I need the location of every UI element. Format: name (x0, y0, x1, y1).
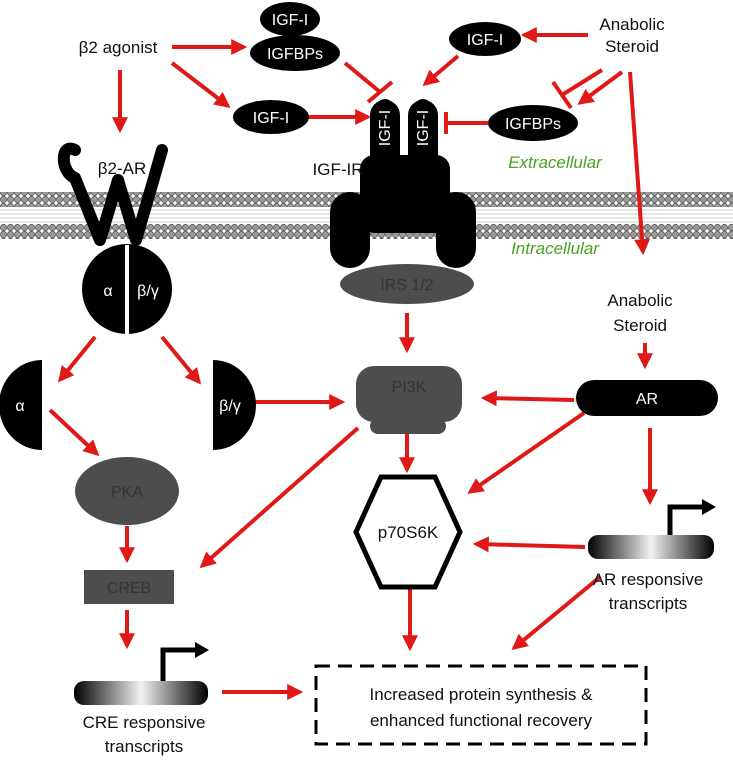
p70s6k-label: p70S6K (378, 523, 439, 542)
igf-ir-receptor (330, 99, 476, 268)
outcome-box: Increased protein synthesis & enhanced f… (314, 664, 648, 746)
igfbps-right-node: IGFBPs (488, 105, 578, 141)
anabolic-steroid-top-label-2: Steroid (605, 37, 659, 56)
anabolic-steroid-inner-label-2: Steroid (613, 316, 667, 335)
pka-node: PKA (75, 457, 179, 525)
pathway-arrows (48, 27, 658, 700)
cre-responsive-label-2: transcripts (105, 737, 183, 756)
igf1-right-label: IGF-I (467, 32, 503, 49)
alpha-label: α (103, 283, 112, 300)
beta2-ar-receptor (57, 142, 168, 246)
outcome-label-2: enhanced functional recovery (370, 711, 593, 730)
igf1-mid-label: IGF-I (253, 110, 289, 127)
receptor-igf1-a-label: IGF-I (377, 110, 394, 146)
cre-responsive-gene (74, 642, 209, 705)
ar-responsive-label-1: AR responsive (593, 570, 704, 589)
cre-responsive-label-1: CRE responsive (83, 713, 206, 732)
pi3k-label: PI3K (392, 379, 427, 396)
igf1-top-label: IGF-I (272, 12, 308, 29)
p70s6k-node: p70S6K (353, 474, 463, 590)
pi3k-node: PI3K (356, 366, 462, 434)
igf1-right-node: IGF-I (449, 22, 521, 56)
beta-gamma-label: β/γ (137, 283, 159, 300)
anabolic-steroid-top-label-1: Anabolic (599, 15, 665, 34)
igf1-top-node: IGF-I (260, 2, 320, 36)
ar-responsive-label-2: transcripts (609, 594, 687, 613)
outcome-label-1: Increased protein synthesis & (369, 685, 593, 704)
pka-label: PKA (111, 484, 143, 501)
irs-label: IRS 1/2 (380, 277, 433, 294)
g-protein-complex (82, 244, 172, 334)
ar-node: AR (576, 380, 718, 416)
alpha-subunit-node (0, 360, 42, 450)
ar-responsive-gene (588, 499, 716, 559)
igf-ir-label: IGF-IR (313, 160, 364, 179)
igf1-mid-node: IGF-I (233, 100, 309, 134)
ar-label: AR (636, 391, 658, 408)
beta-gamma-free-label: β/γ (219, 398, 241, 415)
beta2-ar-label: β2-AR (98, 159, 147, 178)
beta2-agonist-label: β2 agonist (79, 38, 158, 57)
creb-label: CREB (107, 580, 151, 597)
igfbps-right-label: IGFBPs (505, 116, 561, 133)
igfbps-top-node: IGFBPs (250, 35, 340, 71)
alpha-free-label: α (15, 398, 24, 415)
igfbps-top-label: IGFBPs (267, 46, 323, 63)
creb-node: CREB (84, 570, 174, 604)
extracellular-label: Extracellular (508, 153, 603, 172)
irs-node: IRS 1/2 (340, 264, 474, 304)
beta-gamma-subunit-node (213, 360, 256, 450)
intracellular-label: Intracellular (511, 239, 600, 258)
receptor-igf1-b-label: IGF-I (415, 110, 432, 146)
anabolic-steroid-inner-label-1: Anabolic (607, 291, 673, 310)
